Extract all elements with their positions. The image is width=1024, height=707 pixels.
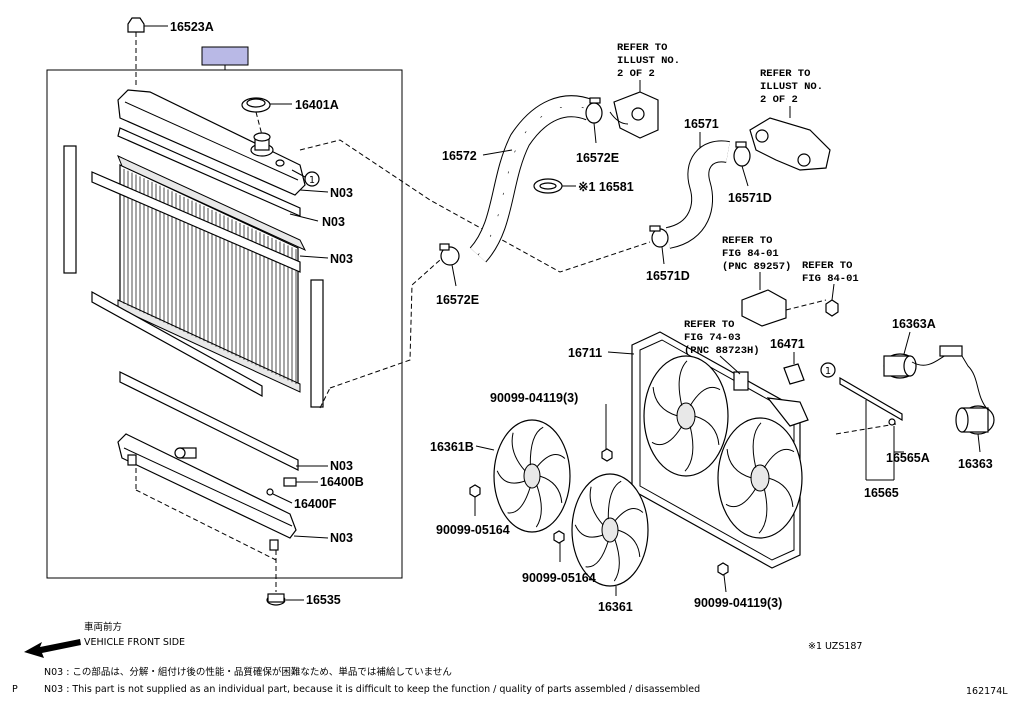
lower-cushion-16535 — [266, 550, 304, 606]
label-16565a: 16565A — [886, 451, 930, 465]
side-seal-right — [310, 279, 324, 408]
clamp-16571d-bottom — [649, 225, 669, 265]
label-16400f: 16400F — [294, 497, 337, 511]
label-16711: 16711 — [568, 346, 602, 360]
ref1-line2: ILLUST NO. — [617, 55, 680, 67]
label-16401a: 16401A — [295, 98, 339, 112]
label-16572e-bottom: 16572E — [436, 293, 479, 307]
radiator-core — [117, 155, 307, 393]
ref2-line3: 2 OF 2 — [760, 94, 798, 106]
oring-16400f — [266, 488, 293, 504]
label-n03-1: N03 — [330, 186, 353, 200]
ref5-line3: (PNC 88723H) — [684, 345, 760, 357]
label-16572: 16572 — [442, 149, 477, 163]
label-16571d-top: 16571D — [728, 191, 772, 205]
ref1-line1: REFER TO — [617, 42, 667, 54]
ref5-line2: FIG 74-03 — [684, 332, 741, 344]
clamp-16572e-bottom — [439, 243, 460, 287]
callout-1-left — [304, 171, 320, 187]
illustration-id: 162174L — [966, 686, 1008, 697]
drain-cock-16400b — [283, 477, 318, 487]
clamp-16572e-top — [585, 97, 603, 144]
fan-16361 — [571, 473, 649, 587]
label-n03-3: N03 — [330, 252, 353, 266]
label-16571: 16571 — [684, 117, 719, 131]
label-90099-05164-left: 90099-05164 — [436, 523, 510, 537]
label-16361: 16361 — [598, 600, 633, 614]
front-side-en: VEHICLE FRONT SIDE — [84, 637, 185, 648]
label-90099-04119-bottom: 90099-04119(3) — [694, 596, 782, 610]
label-16523a: 16523A — [170, 20, 214, 34]
bolt-ref4 — [825, 283, 839, 317]
label-16572e-top: 16572E — [576, 151, 619, 165]
bolt-90099-04119-top — [601, 404, 613, 462]
assembly-part-number-highlight[interactable] — [201, 46, 249, 66]
label-16571d-bottom: 16571D — [646, 269, 690, 283]
radiator-lower-tank — [117, 433, 297, 551]
relay-box — [741, 272, 827, 327]
water-inlet-ref2 — [749, 106, 831, 171]
fan-16361b — [493, 419, 571, 533]
label-16361b: 16361B — [430, 440, 474, 454]
seal-strip-bottom — [119, 371, 299, 471]
nut-90099-05164-mid — [553, 530, 565, 562]
label-n03-4: N03 — [330, 459, 353, 473]
label-90099-05164-mid: 90099-05164 — [522, 571, 596, 585]
ref4-line2: FIG 84-01 — [802, 273, 859, 285]
applicability-note: ※1 UZS187 — [808, 641, 862, 652]
ref3-line2: FIG 84-01 — [722, 248, 779, 260]
label-16363a: 16363A — [892, 317, 936, 331]
label-16471: 16471 — [770, 337, 805, 351]
drain-cap-16523a — [127, 17, 168, 88]
ref1-line3: 2 OF 2 — [617, 68, 655, 80]
nut-90099-05164-left — [469, 484, 481, 516]
ref2-line2: ILLUST NO. — [760, 81, 823, 93]
clamp-16571d-top — [733, 141, 751, 187]
seal-strip-lower — [91, 290, 263, 398]
label-90099-04119-top: 90099-04119(3) — [490, 391, 578, 405]
clamp-16581 — [533, 178, 576, 194]
side-seal-left — [63, 145, 77, 274]
ref3-line3: (PNC 89257) — [722, 261, 791, 273]
front-arrow-icon — [24, 639, 81, 658]
label-16581: ※1 16581 — [578, 180, 634, 194]
ref5-line1: REFER TO — [684, 319, 734, 331]
bolt-90099-04119-bottom — [717, 562, 729, 593]
note-en: N03 : This part is not supplied as an in… — [44, 684, 700, 695]
note-jp: N03 : この部品は、分解・組付け後の性能・品質確保が困難なため、単品では補給… — [44, 666, 452, 678]
radiator-cap-16401a — [241, 97, 292, 136]
fan-motor-16363a — [883, 331, 963, 379]
label-n03-2: N03 — [322, 215, 345, 229]
ref2-line1: REFER TO — [760, 68, 810, 80]
fan-shroud-16711 — [631, 331, 809, 569]
callout-1-right — [820, 362, 836, 378]
radiator-upper-tank — [117, 89, 306, 196]
svg-text:1: 1 — [309, 175, 315, 186]
water-outlet-ref1 — [609, 80, 659, 139]
seal-strip-upper — [91, 171, 301, 273]
hose-16571 — [665, 140, 730, 249]
label-16363: 16363 — [958, 457, 993, 471]
fan-motor-16363 — [955, 355, 995, 453]
label-16400b: 16400B — [320, 475, 364, 489]
front-side-jp: 車両前方 — [84, 621, 122, 633]
label-16565: 16565 — [864, 486, 899, 500]
svg-text:1: 1 — [825, 366, 831, 377]
label-16535: 16535 — [306, 593, 341, 607]
bracket-16471 — [783, 352, 805, 385]
corner-letter: P — [12, 684, 18, 695]
label-n03-5: N03 — [330, 531, 353, 545]
wiring-16565 — [835, 376, 904, 481]
ref4-line1: REFER TO — [802, 260, 852, 272]
hose-16572 — [469, 95, 595, 263]
ref3-line1: REFER TO — [722, 235, 772, 247]
